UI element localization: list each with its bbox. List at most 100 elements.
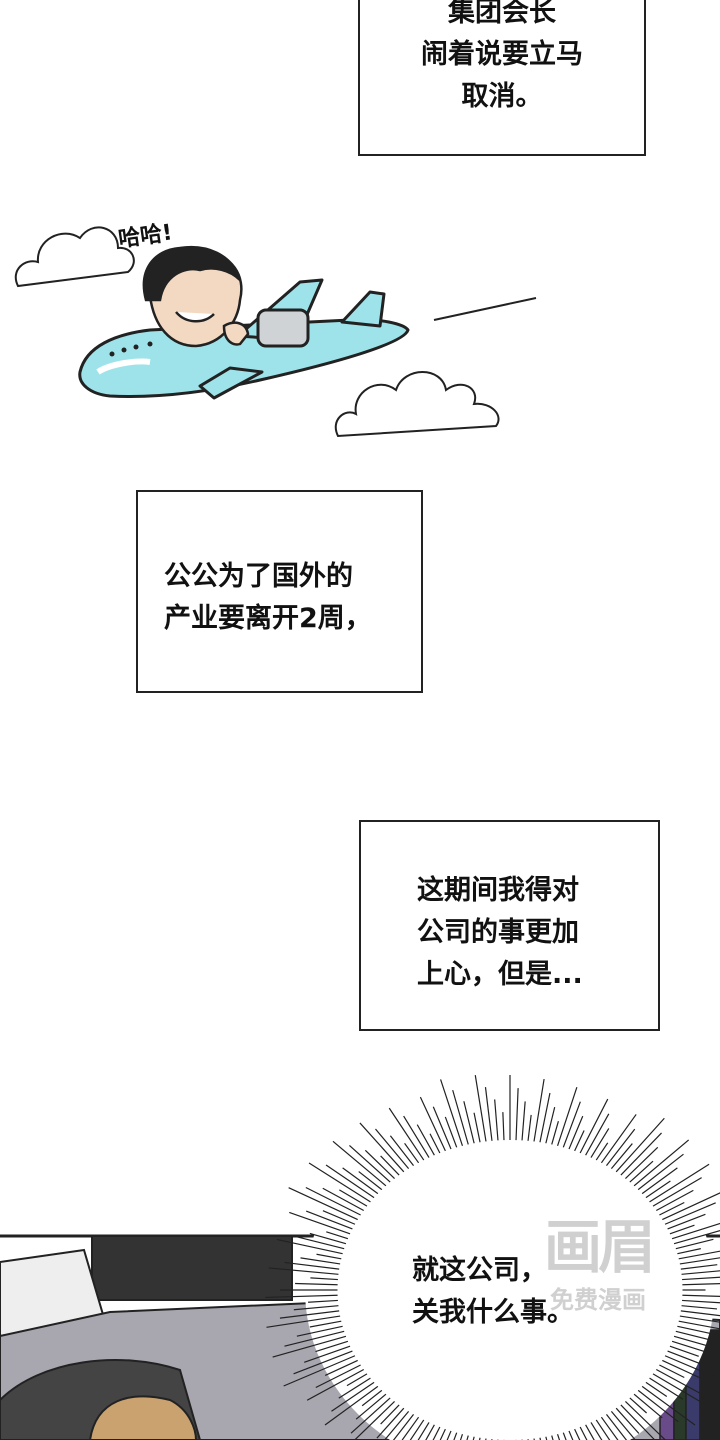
burst-ray <box>361 1389 383 1407</box>
burst-ray <box>309 1232 347 1245</box>
burst-ray <box>579 1098 609 1154</box>
burst-ray <box>349 1144 391 1183</box>
burst-ray <box>574 1428 581 1440</box>
burst-ray <box>664 1355 718 1379</box>
burst-ray <box>293 1235 345 1250</box>
burst-ray <box>633 1393 663 1419</box>
burst-ray <box>293 1350 353 1375</box>
burst-ray <box>463 1101 475 1144</box>
burst-ray <box>662 1359 702 1379</box>
burst-ray <box>452 1089 469 1145</box>
burst-ray <box>376 1407 405 1439</box>
burst-ray <box>316 1253 342 1260</box>
burst-ray <box>416 1124 435 1156</box>
caption-box-3: 这期间我得对 公司的事更加 上心，但是... <box>359 820 660 1031</box>
burst-ray <box>326 1231 349 1240</box>
burst-ray <box>296 1325 343 1337</box>
burst-ray <box>295 1282 338 1286</box>
burst-ray <box>649 1163 710 1203</box>
burst-ray <box>380 1404 400 1425</box>
burst-ray <box>350 1397 391 1434</box>
burst-ray <box>675 1330 720 1343</box>
burst-ray <box>641 1385 696 1426</box>
burst-ray <box>680 1264 718 1270</box>
airplane <box>78 278 410 400</box>
caption-box-1: 集团会长 闹着说要立马 取消。 <box>358 0 646 156</box>
burst-ray <box>645 1381 668 1398</box>
burst-ray <box>585 1113 610 1156</box>
burst-ray <box>306 1368 364 1401</box>
burst-ray <box>667 1350 720 1372</box>
burst-ray <box>484 1087 493 1141</box>
burst-ray <box>629 1160 654 1183</box>
burst-ray <box>656 1189 694 1212</box>
watermark-main: 画眉 <box>543 1213 656 1281</box>
burst-ray <box>605 1413 628 1440</box>
burst-ray <box>276 1238 343 1255</box>
burst-ray <box>425 1424 435 1440</box>
cloud-left <box>14 226 135 288</box>
burst-ray <box>305 1210 353 1230</box>
burst-ray <box>682 1276 720 1281</box>
caption-line: 闹着说要立马 <box>421 38 583 70</box>
caption-line: 上心，但是... <box>417 958 583 990</box>
burst-ray <box>585 1424 595 1440</box>
burst-ray <box>590 1422 603 1440</box>
caption-box-2: 公公为了国外的 产业要离开2周， <box>136 490 423 693</box>
burst-ray <box>637 1389 679 1423</box>
burst-ray <box>364 1149 395 1179</box>
burst-ray <box>659 1364 685 1379</box>
burst-ray <box>305 1186 361 1216</box>
burst-ray <box>331 1381 375 1412</box>
caption-line: 集团会长 <box>448 0 556 28</box>
burst-ray <box>355 1393 387 1420</box>
burst-ray <box>322 1187 364 1212</box>
speech-bubble-text: 就这公司， 关我什么事。 <box>412 1250 574 1334</box>
burst-ray <box>652 1373 701 1402</box>
burst-ray <box>629 1397 648 1414</box>
burst-ray <box>678 1250 720 1260</box>
burst-ray <box>610 1143 633 1170</box>
burst-ray <box>325 1164 375 1199</box>
burst-ray <box>502 1112 505 1141</box>
burst-ray <box>641 1167 678 1195</box>
caption-line: 公司的事更加 <box>417 916 579 948</box>
caption-line: 产业要离开2周， <box>164 602 372 634</box>
burst-ray <box>678 1320 720 1330</box>
cloud-right <box>334 371 500 438</box>
burst-ray <box>679 1315 720 1323</box>
burst-ray <box>521 1101 526 1141</box>
burst-ray <box>459 1434 464 1440</box>
burst-background <box>305 1105 715 1440</box>
burst-ray <box>404 1142 420 1164</box>
burst-ray <box>669 1224 695 1235</box>
burst-ray <box>403 1115 430 1158</box>
burst-ray <box>359 1122 405 1173</box>
burst-ray <box>342 1167 379 1195</box>
burst-ray <box>432 1426 441 1440</box>
burst-ray <box>659 1201 685 1216</box>
burst-ray <box>419 1096 446 1152</box>
burst-ray <box>574 1130 585 1152</box>
burst-ray <box>308 1162 371 1203</box>
burst-ray <box>380 1155 400 1176</box>
burst-ray <box>339 1189 368 1207</box>
burst-ray <box>625 1146 659 1179</box>
caption-line: 公公为了国外的 <box>164 561 353 592</box>
burst-ray <box>545 1106 556 1144</box>
burst-ray <box>682 1299 720 1304</box>
burst-ray <box>324 1359 358 1376</box>
burst-ray <box>551 1121 559 1145</box>
burst-ray <box>309 1320 342 1328</box>
burst-ray <box>562 1101 581 1148</box>
burst-ray <box>645 1180 671 1199</box>
burst-ray <box>308 1299 338 1303</box>
burst-ray <box>284 1330 345 1347</box>
burst-ray <box>444 1116 458 1148</box>
burst-ray <box>338 1377 371 1399</box>
burst-ray <box>266 1315 341 1328</box>
burst-ray <box>401 1416 420 1440</box>
burst-ray <box>473 1112 481 1143</box>
burst-ray <box>681 1270 720 1275</box>
burst-ray <box>315 1340 349 1353</box>
